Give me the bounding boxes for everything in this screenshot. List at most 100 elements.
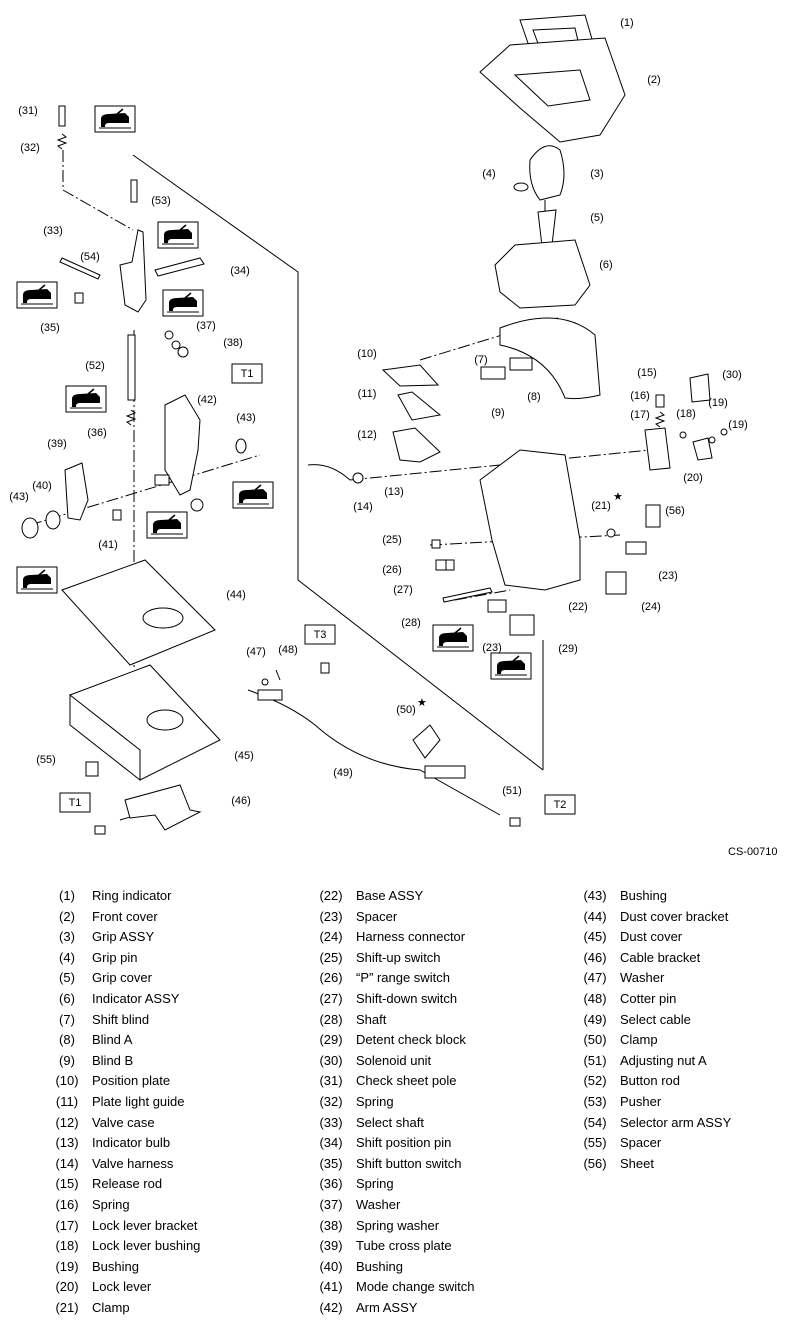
p-range-switch-part (435, 559, 447, 571)
legend-part-name: Lock lever (92, 1279, 152, 1295)
detent-check-block-part (509, 614, 535, 636)
grip-assy-part (529, 145, 565, 201)
legend-number: (43) (583, 888, 607, 903)
callout-label: (19) (728, 419, 748, 431)
legend-number: (49) (583, 1011, 607, 1027)
star-mark-21: ★ (613, 491, 623, 503)
grip-pin-part (513, 182, 529, 192)
callout-label: (43) (9, 491, 29, 503)
legend-number: (6) (59, 990, 75, 1006)
torque-tag-t1-top: T1 (241, 368, 254, 380)
bushing-43b-part (235, 438, 247, 454)
torque-tag-t1-bottom: T1 (69, 797, 82, 809)
spring-32-part (56, 133, 68, 150)
legend-number: (42) (319, 1299, 343, 1315)
dust-cover-boot (146, 709, 184, 731)
legend-part-name: Shift position pin (356, 1135, 452, 1151)
star-mark-50: ★ (417, 697, 427, 709)
callout-label: (10) (357, 348, 377, 360)
callout-label: (8) (527, 391, 540, 403)
dust-cover-bracket-hole (142, 607, 184, 629)
nut-t1-part (177, 346, 189, 358)
spring-36-part (125, 409, 137, 426)
legend-number: (12) (55, 1114, 79, 1130)
legend-number: (9) (59, 1052, 75, 1068)
legend-number: (2) (59, 908, 75, 924)
washer-37-part (164, 330, 174, 340)
bushing-19b-part (720, 428, 728, 436)
legend-number: (45) (583, 929, 607, 945)
legend-number: (35) (319, 1155, 343, 1171)
callout-label: (24) (641, 601, 661, 613)
legend-part-name: Ring indicator (92, 888, 172, 903)
harness-connector-part (605, 571, 627, 595)
legend-number: (26) (319, 970, 343, 986)
legend-number: (47) (583, 970, 607, 986)
cotter-pin-part (275, 669, 281, 681)
tube-cross-plate-part (64, 462, 89, 521)
legend-number: (27) (319, 990, 343, 1006)
legend-number: (41) (319, 1279, 343, 1295)
legend-number: (48) (583, 990, 607, 1006)
legend-part-name: Selector arm ASSY (620, 1114, 732, 1130)
legend-number: (22) (319, 888, 343, 903)
legend-part-name: Harness connector (356, 929, 466, 945)
legend-number: (13) (55, 1135, 79, 1151)
legend-part-name: Position plate (92, 1073, 171, 1089)
blind-a-part (509, 357, 533, 371)
legend-part-name: Check sheet pole (356, 1073, 457, 1089)
callout-label: (2) (647, 74, 660, 86)
legend-number: (56) (583, 1155, 607, 1171)
callout-label: (23) (482, 642, 502, 654)
legend-part-name: Washer (356, 1196, 401, 1212)
shift-blind-part (499, 317, 601, 400)
legend-part-name: Pusher (620, 1093, 662, 1109)
legend-number: (20) (55, 1279, 79, 1295)
callout-label: (9) (491, 407, 504, 419)
legend-number: (17) (55, 1217, 79, 1233)
bolt-t1-part (94, 825, 106, 835)
legend-part-name: Lock lever bracket (92, 1217, 198, 1233)
legend-part-name: Shaft (356, 1011, 387, 1027)
lock-lever-spring-part (654, 411, 666, 428)
callout-label: (20) (683, 472, 703, 484)
legend-number: (31) (319, 1073, 343, 1089)
valve-case-part (392, 427, 441, 463)
legend-part-name: Lock lever bushing (92, 1238, 201, 1254)
torque-tag-t2: T2 (554, 799, 567, 811)
legend-number: (14) (55, 1155, 79, 1171)
legend-part-name: Plate light guide (92, 1093, 185, 1109)
callout-label: (4) (482, 168, 495, 180)
callout-labels: (1)(2)(3)(4)(5)(6)(7)(8)(9)(10)(11)(12)(… (9, 17, 748, 807)
legend-part-name: Blind A (92, 1032, 133, 1048)
spacer-55-part (85, 761, 99, 777)
callout-label: (49) (333, 767, 353, 779)
legend-part-name: Valve case (92, 1114, 155, 1130)
legend-part-name: Grip ASSY (92, 929, 155, 945)
legend-number: (30) (319, 1052, 343, 1068)
legend-part-name: Release rod (92, 1176, 163, 1192)
callout-label: (43) (236, 412, 256, 424)
legend-part-name: Valve harness (92, 1155, 174, 1171)
callout-label: (47) (246, 646, 266, 658)
callout-label: (54) (80, 251, 100, 263)
legend-number: (18) (55, 1238, 79, 1254)
legend-number: (50) (583, 1032, 607, 1048)
base-assy-part (479, 449, 581, 591)
legend-number: (33) (319, 1114, 343, 1130)
callout-label: (21) (591, 500, 611, 512)
legend-number: (11) (55, 1093, 79, 1109)
legend-part-name: Indicator bulb (92, 1135, 171, 1151)
legend-part-name: Mode change switch (356, 1279, 475, 1295)
legend-number: (15) (55, 1176, 79, 1192)
callout-label: (3) (590, 168, 603, 180)
legend-part-name: Bushing (92, 1258, 139, 1274)
callout-label: (27) (393, 584, 413, 596)
legend-number: (1) (59, 888, 75, 903)
legend-part-name: Washer (620, 970, 665, 986)
indicator-bulb-part (352, 472, 364, 484)
blind-b-part (480, 366, 506, 380)
callout-label: (23) (658, 570, 678, 582)
spring-washer-38-part (171, 340, 181, 350)
legend-part-name: Detent check block (356, 1032, 466, 1048)
